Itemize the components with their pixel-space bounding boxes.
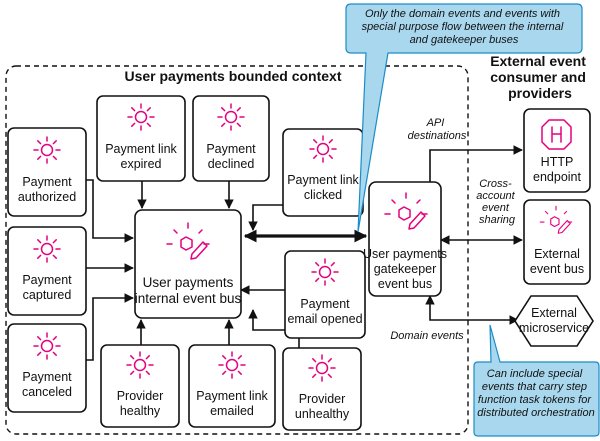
top-callout-text: Only the domain events and events with s… [362, 8, 567, 46]
bottom-callout-text: Can include special events that carry st… [477, 368, 594, 419]
domain-events-label: Domain events [390, 330, 464, 342]
api-gateway-icon [541, 119, 572, 150]
external-title: External event consumer and providers [490, 53, 590, 101]
bounded-context-frame [5, 65, 469, 435]
connectors [86, 145, 523, 361]
bottom-callout: Can include special events that carry st… [473, 324, 600, 437]
context-title: User payments bounded context [124, 68, 341, 84]
api-destinations-label: API destinations [408, 117, 467, 142]
top-callout: Only the domain events and events with s… [345, 3, 583, 233]
cross-account-label: Cross- account event sharing [476, 178, 518, 226]
